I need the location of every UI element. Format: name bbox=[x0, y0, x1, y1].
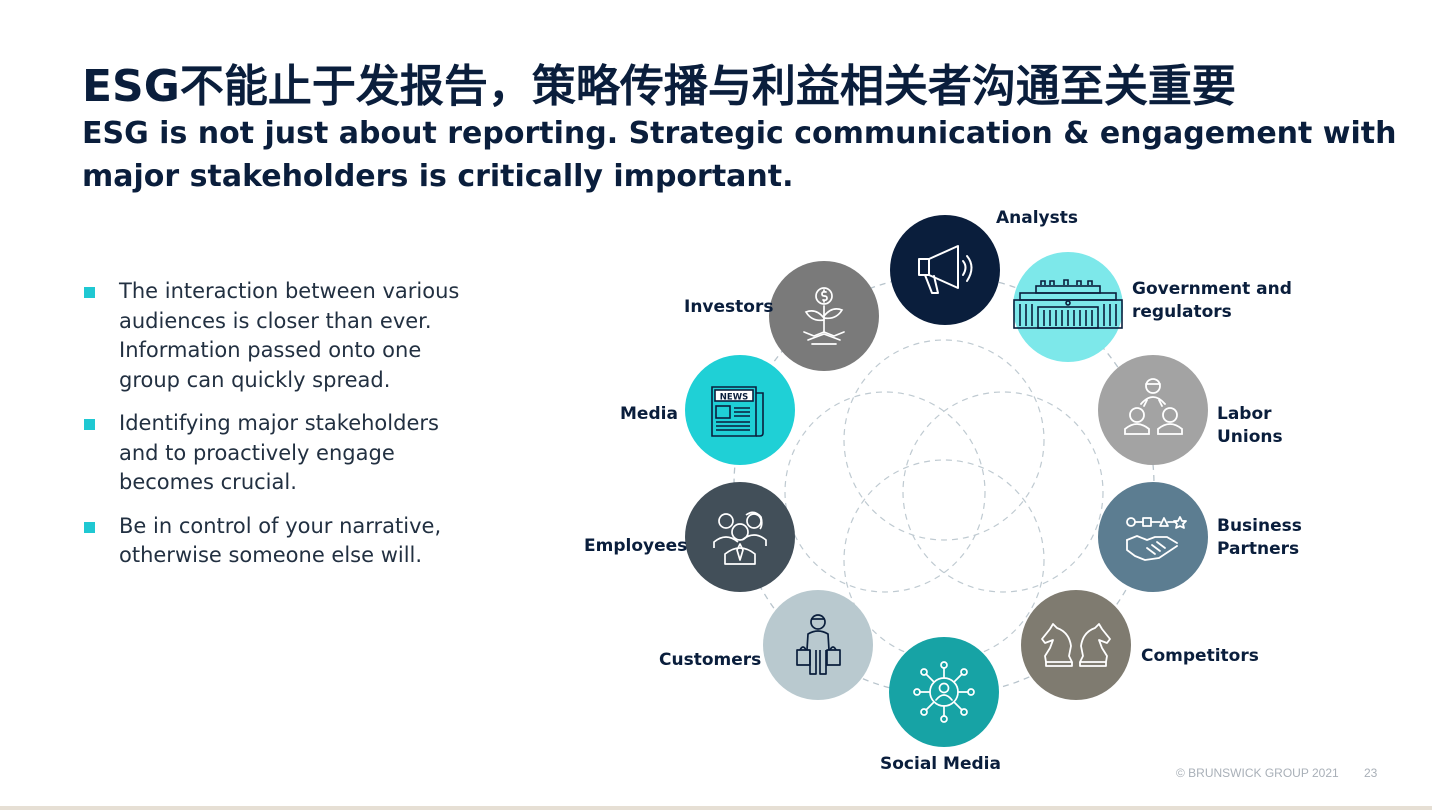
square-bullet-icon bbox=[84, 419, 95, 430]
label-business-line1: Business bbox=[1217, 516, 1302, 536]
newspaper-label: NEWS bbox=[720, 393, 748, 403]
node-government bbox=[1013, 252, 1123, 362]
workers-group-icon bbox=[1124, 378, 1183, 435]
copyright-footer: © BRUNSWICK GROUP 2021 bbox=[1176, 766, 1339, 780]
label-labor-line1: Labor bbox=[1217, 404, 1272, 424]
bullet-item: The interaction between various audience… bbox=[82, 277, 472, 395]
newspaper-icon bbox=[711, 386, 764, 437]
node-business-partners bbox=[1098, 482, 1208, 592]
square-bullet-icon bbox=[84, 521, 95, 533]
label-customers: Customers bbox=[659, 650, 762, 670]
venn-circle-right bbox=[902, 391, 1104, 593]
network-user-icon bbox=[913, 661, 975, 723]
megaphone-icon bbox=[918, 245, 973, 294]
shopper-icon bbox=[796, 614, 841, 675]
node-analysts bbox=[890, 215, 1000, 325]
label-government-line2: regulators bbox=[1132, 302, 1232, 322]
page-number: 23 bbox=[1364, 766, 1378, 780]
bullet-item: Be in control of your narrative, otherwi… bbox=[82, 512, 472, 571]
page-title-chinese: ESG不能止于发报告，策略传播与利益相关者沟通至关重要 bbox=[82, 61, 1236, 112]
label-competitors: Competitors bbox=[1141, 646, 1259, 666]
bullet-text: Be in control of your narrative, otherwi… bbox=[119, 513, 442, 568]
government-building-icon bbox=[1013, 279, 1123, 329]
label-investors: Investors bbox=[684, 297, 774, 317]
money-plant-icon bbox=[803, 287, 845, 345]
label-government-line1: Government and bbox=[1132, 279, 1292, 299]
bullet-text: Identifying major stakeholders and to pr… bbox=[119, 411, 439, 494]
label-employees: Employees bbox=[584, 536, 688, 556]
label-business-line2: Partners bbox=[1217, 539, 1300, 559]
team-people-icon bbox=[713, 511, 767, 565]
page-title-english: ESG is not just about reporting. Strateg… bbox=[82, 116, 1397, 194]
bullet-text: The interaction between various audience… bbox=[119, 279, 460, 392]
node-competitors bbox=[1021, 590, 1131, 700]
node-customers bbox=[763, 590, 873, 700]
label-analysts: Analysts bbox=[996, 208, 1079, 228]
node-social-media bbox=[889, 637, 999, 747]
node-investors bbox=[769, 261, 879, 371]
label-labor-line2: Unions bbox=[1217, 427, 1283, 447]
label-social-media: Social Media bbox=[880, 754, 1001, 774]
node-labor-unions bbox=[1098, 355, 1208, 465]
venn-circle-left bbox=[784, 391, 986, 593]
chess-knights-icon bbox=[1041, 623, 1111, 667]
venn-circle-bottom bbox=[843, 459, 1045, 661]
square-bullet-icon bbox=[84, 287, 95, 298]
bottom-divider bbox=[0, 806, 1432, 810]
node-employees bbox=[685, 482, 795, 592]
node-media: NEWS bbox=[685, 355, 795, 465]
venn-circle-top bbox=[843, 339, 1045, 541]
handshake-icon bbox=[1126, 516, 1187, 561]
label-media: Media bbox=[620, 404, 678, 424]
bullet-item: Identifying major stakeholders and to pr… bbox=[82, 409, 472, 498]
bullet-list: The interaction between various audience… bbox=[82, 277, 472, 585]
